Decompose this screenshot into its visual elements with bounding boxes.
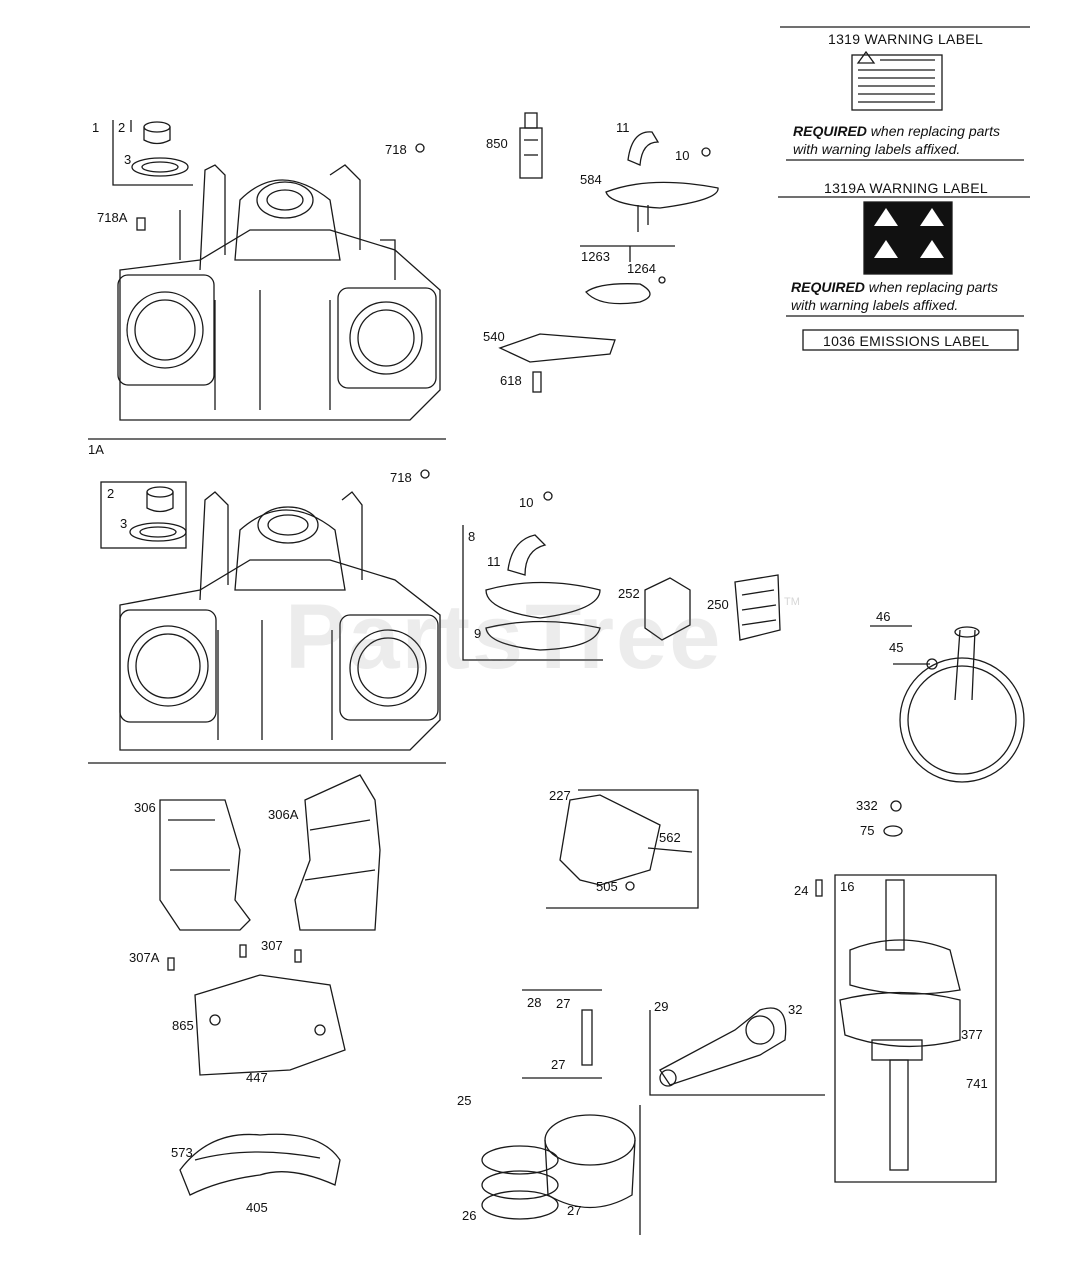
callout: 865: [172, 1018, 194, 1033]
required-bold: REQUIRED: [791, 279, 865, 295]
callout: 29: [654, 999, 669, 1014]
callout: 307: [261, 938, 283, 953]
callout: 718: [385, 142, 407, 157]
emissions-label-box: [802, 329, 1019, 351]
callout: 16: [840, 879, 855, 894]
label-1319-title: 1319 WARNING LABEL: [828, 31, 984, 47]
breather-assembly-top: [498, 131, 719, 393]
label-1319A-required-note: REQUIRED when replacing parts with warnin…: [791, 278, 998, 314]
callout: 377: [961, 1027, 983, 1042]
cylinder-block-1A: [119, 491, 441, 751]
piston-assembly: [481, 1105, 641, 1235]
label-1036-title: 1036 EMISSIONS LABEL: [823, 333, 990, 349]
camshaft-gear: [870, 625, 1025, 783]
callout: 741: [966, 1076, 988, 1091]
callout: 10: [675, 148, 690, 163]
callout: 10: [519, 495, 534, 510]
washer-75: [883, 825, 903, 837]
callout: 8: [468, 529, 476, 544]
callout: 46: [876, 609, 891, 624]
wrist-pin-box: [522, 989, 602, 1079]
valve-cover-plug-1: [131, 121, 189, 177]
callout: 718: [390, 470, 412, 485]
required-rest: when replacing parts: [864, 279, 998, 295]
callout: 3: [120, 516, 128, 531]
callout: 75: [860, 823, 875, 838]
bracket-group-1: [112, 120, 193, 186]
crankshaft-box: [834, 874, 997, 1183]
callout: 562: [659, 830, 681, 845]
callout: 227: [549, 788, 571, 803]
callout: 584: [580, 172, 602, 187]
callout: 718A: [97, 210, 128, 225]
callout: 45: [889, 640, 904, 655]
callout: 307A: [129, 950, 160, 965]
callout: 850: [486, 136, 508, 151]
callout: 2: [107, 486, 115, 501]
callout: 1264: [627, 261, 656, 276]
callout: 32: [788, 1002, 803, 1017]
callout: 1A: [88, 442, 104, 457]
callout: 306A: [268, 807, 299, 822]
nut-332: [890, 800, 902, 812]
callout: 25: [457, 1093, 472, 1108]
label-1319-required-note: REQUIRED when replacing parts with warnin…: [793, 122, 1000, 158]
callout: 1: [92, 120, 100, 135]
crankshaft: [815, 879, 961, 1171]
callout: 2: [118, 120, 126, 135]
required-line2: with warning labels affixed.: [793, 141, 961, 157]
box-group-1A: [100, 481, 187, 549]
warning-label-1319A-image: [863, 201, 953, 275]
callout: 11: [487, 554, 501, 569]
required-line2: with warning labels affixed.: [791, 297, 959, 313]
callout: 250: [707, 597, 729, 612]
watermark: PartsTree: [285, 586, 723, 688]
callout: 505: [596, 879, 618, 894]
callout: 252: [618, 586, 640, 601]
callout: 27: [556, 996, 571, 1011]
callout: 332: [856, 798, 878, 813]
callout: 28: [527, 995, 542, 1010]
callout: 3: [124, 152, 132, 167]
base-573: [179, 1133, 341, 1196]
breather-assembly-8: [462, 491, 781, 661]
callout: 26: [462, 1208, 477, 1223]
wrist-pin: [581, 1009, 593, 1066]
required-bold: REQUIRED: [793, 123, 867, 139]
callout: 11: [616, 120, 630, 135]
valve-cover-plug-2: [129, 486, 187, 542]
small-screws-307: [167, 944, 302, 971]
cylinder-block-1: [117, 164, 441, 421]
callout: 1263: [581, 249, 610, 264]
warning-label-1319-image: [851, 50, 943, 111]
callout: 27: [567, 1203, 582, 1218]
fastener-718: [136, 143, 430, 479]
callout: 405: [246, 1200, 268, 1215]
air-guide-306A: [294, 774, 381, 931]
callout: 306: [134, 800, 156, 815]
callout: 540: [483, 329, 505, 344]
callout: 618: [500, 373, 522, 388]
connecting-rod: [649, 1007, 825, 1096]
guard-865: [194, 974, 346, 1076]
callout: 27: [551, 1057, 566, 1072]
callout: 573: [171, 1145, 193, 1160]
callout: 24: [794, 883, 809, 898]
required-rest: when replacing parts: [866, 123, 1000, 139]
sealant-tube: [519, 112, 543, 179]
callout: 447: [246, 1070, 268, 1085]
callout: 9: [474, 626, 482, 641]
air-guide-306: [159, 799, 251, 931]
bracket-227: [546, 789, 699, 909]
watermark-trademark: TM: [784, 596, 800, 608]
label-1319A-title: 1319A WARNING LABEL: [824, 180, 988, 196]
